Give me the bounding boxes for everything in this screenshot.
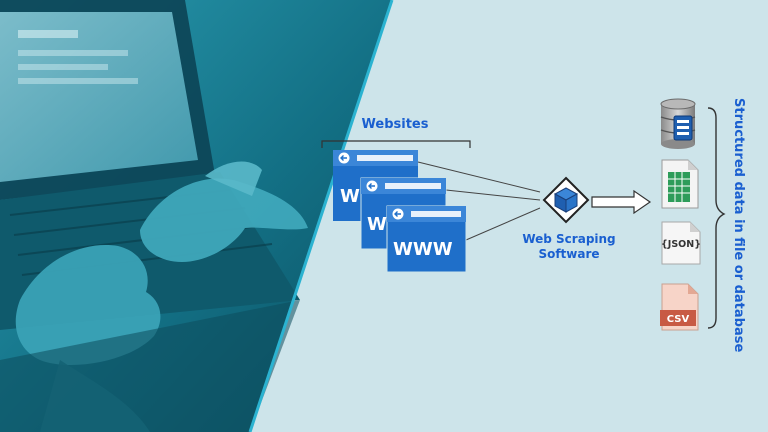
structured-data-label: Structured data in file or database [731, 98, 746, 352]
connector-lines [417, 161, 541, 241]
websites-label: Websites [362, 117, 429, 132]
json-file-icon: {JSON} [661, 221, 701, 265]
software-label-line2: Software [538, 247, 599, 261]
spreadsheet-icon [661, 159, 699, 209]
website-window-3: WWW [386, 205, 467, 273]
arrow-left-icon [366, 180, 378, 192]
csv-badge: CSV [667, 314, 690, 325]
laptop-photo [0, 0, 392, 432]
output-bracket [707, 107, 726, 329]
panel-divider [248, 0, 394, 432]
browser-www-text: WWW [393, 239, 453, 260]
hollow-arrow-icon [591, 189, 652, 215]
arrow-left-icon [392, 208, 404, 220]
websites-group: Websites [321, 117, 471, 148]
arrow-left-icon [338, 152, 350, 164]
json-badge: {JSON} [661, 239, 701, 250]
software-label-line1: Web Scraping [522, 232, 615, 246]
database-icon [660, 98, 696, 149]
csv-file-icon: CSV [660, 283, 699, 331]
cube-icon [542, 176, 590, 224]
websites-bracket [321, 140, 471, 148]
